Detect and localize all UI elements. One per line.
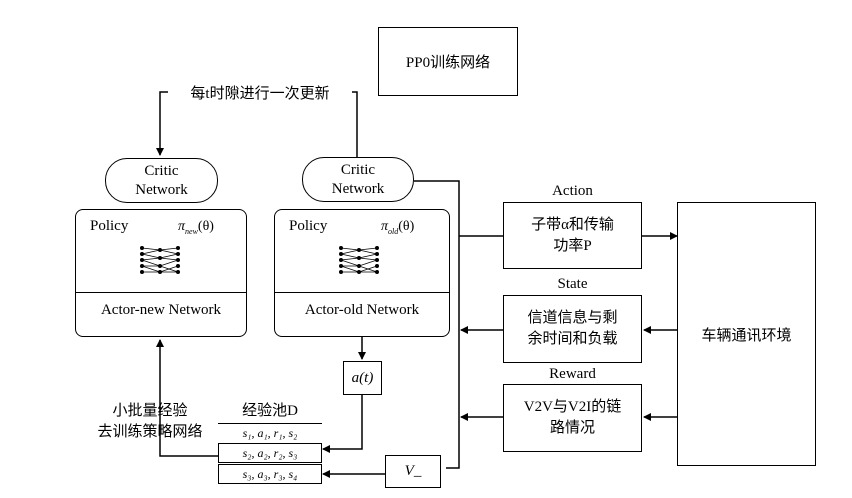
actor-old-neural-net-icon (339, 246, 379, 274)
update-note: 每t时隙进行一次更新 (170, 82, 350, 103)
pool-to-actor-new-line (156, 339, 218, 457)
critic-new-line1: Critic (144, 162, 179, 179)
actor-new-policy-label: Policy (90, 218, 129, 234)
experience-pool-row: s₃, a₃, r₃, s₄ (218, 464, 322, 484)
trunk-line (414, 180, 460, 469)
reward-line1: V2V与V2I的链 (523, 399, 622, 415)
actor-old-name: Actor-old Network (304, 302, 420, 318)
critic-old-network: Critic Network (302, 157, 414, 202)
state-label: State (557, 276, 588, 292)
actor-old-pi: πold(θ) (381, 219, 415, 236)
experience-pool-row: s₂, a₂, r₂, s₃ (218, 443, 322, 463)
state-box: 信道信息与剩 余时间和负载 (503, 295, 642, 363)
critic-old-line2: Network (331, 180, 385, 197)
title-text: PP0训练网络 (405, 55, 491, 71)
action-line1: 子带α和传输 (531, 216, 614, 233)
critic-new-network: Critic Network (105, 158, 218, 203)
experience-pool: 经验池D s₁, a₁, r₁, s₂ s₂, a₂, r₂, s₃ s₃, a… (218, 399, 322, 487)
update-line-left (156, 91, 168, 156)
minibatch-line1: 小批量经验 (112, 403, 188, 419)
actor-new-network: Policy πnew(θ) Actor-new Network (75, 209, 247, 337)
actor-new-divider (76, 292, 246, 293)
vehicle-environment-text: 车辆通讯环境 (701, 327, 792, 344)
reward-label: Reward (549, 366, 596, 382)
critic-new-line2: Network (135, 181, 188, 198)
actor-new-name: Actor-new Network (100, 302, 222, 318)
action-box: 子带α和传输 功率P (503, 202, 642, 269)
critic-old-line1: Critic (340, 161, 376, 178)
update-line-right (352, 91, 358, 157)
actor-new-neural-net-icon (140, 246, 180, 274)
minibatch-line2: 去训练策略网络 (97, 424, 203, 440)
reward-line2: 路情况 (549, 420, 595, 436)
action-line2: 功率P (553, 237, 592, 254)
value-text: V_ (404, 463, 422, 479)
state-line2: 余时间和负载 (527, 331, 618, 347)
title-box: PP0训练网络 (378, 27, 518, 96)
value-box: V_ (385, 455, 441, 488)
experience-pool-title: 经验池D (242, 403, 298, 419)
vehicle-environment-box: 车辆通讯环境 (677, 202, 816, 466)
state-line1: 信道信息与剩 (527, 310, 618, 326)
actor-old-policy-label: Policy (289, 218, 328, 234)
actor-old-divider (275, 292, 449, 293)
action-label: Action (552, 183, 593, 199)
actor-old-network: Policy πold(θ) Actor-old Network (274, 209, 450, 337)
minibatch-label: 小批量经验 去训练策略网络 (80, 401, 220, 443)
action-output-text: a(t) (351, 369, 374, 386)
reward-box: V2V与V2I的链 路情况 (503, 384, 642, 452)
at-to-pool-line (322, 395, 363, 453)
action-output-box: a(t) (343, 361, 382, 395)
experience-pool-row: s₁, a₁, r₁, s₂ (218, 423, 322, 442)
actor-new-pi: πnew(θ) (178, 219, 214, 236)
